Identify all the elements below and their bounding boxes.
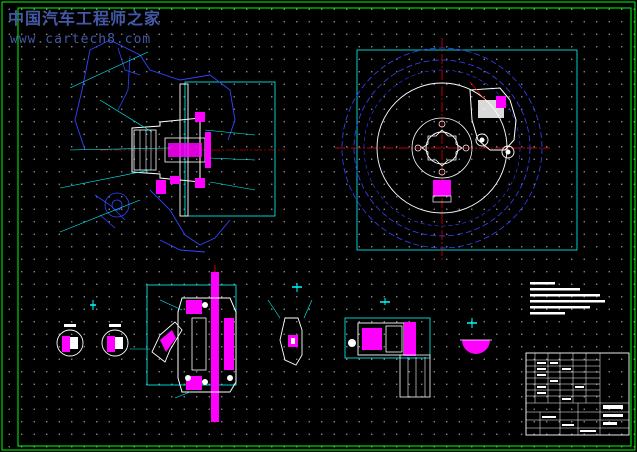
- rib-detail-view: [267, 283, 313, 366]
- watermark-site-name: 中国汽车工程师之家: [8, 9, 162, 28]
- piston-assembly-view: [344, 298, 431, 398]
- detail-circle-views: [56, 300, 150, 357]
- hub-assembly-section-view: [59, 39, 285, 253]
- disc-brake-front-view: [335, 38, 578, 260]
- watermark-url: www.cartech8.com: [10, 32, 152, 47]
- half-circle-detail: [460, 318, 492, 354]
- inner-border: [17, 7, 632, 447]
- title-block: [525, 352, 630, 436]
- technical-notes-block: [530, 282, 605, 315]
- caliper-section-view: [146, 265, 237, 425]
